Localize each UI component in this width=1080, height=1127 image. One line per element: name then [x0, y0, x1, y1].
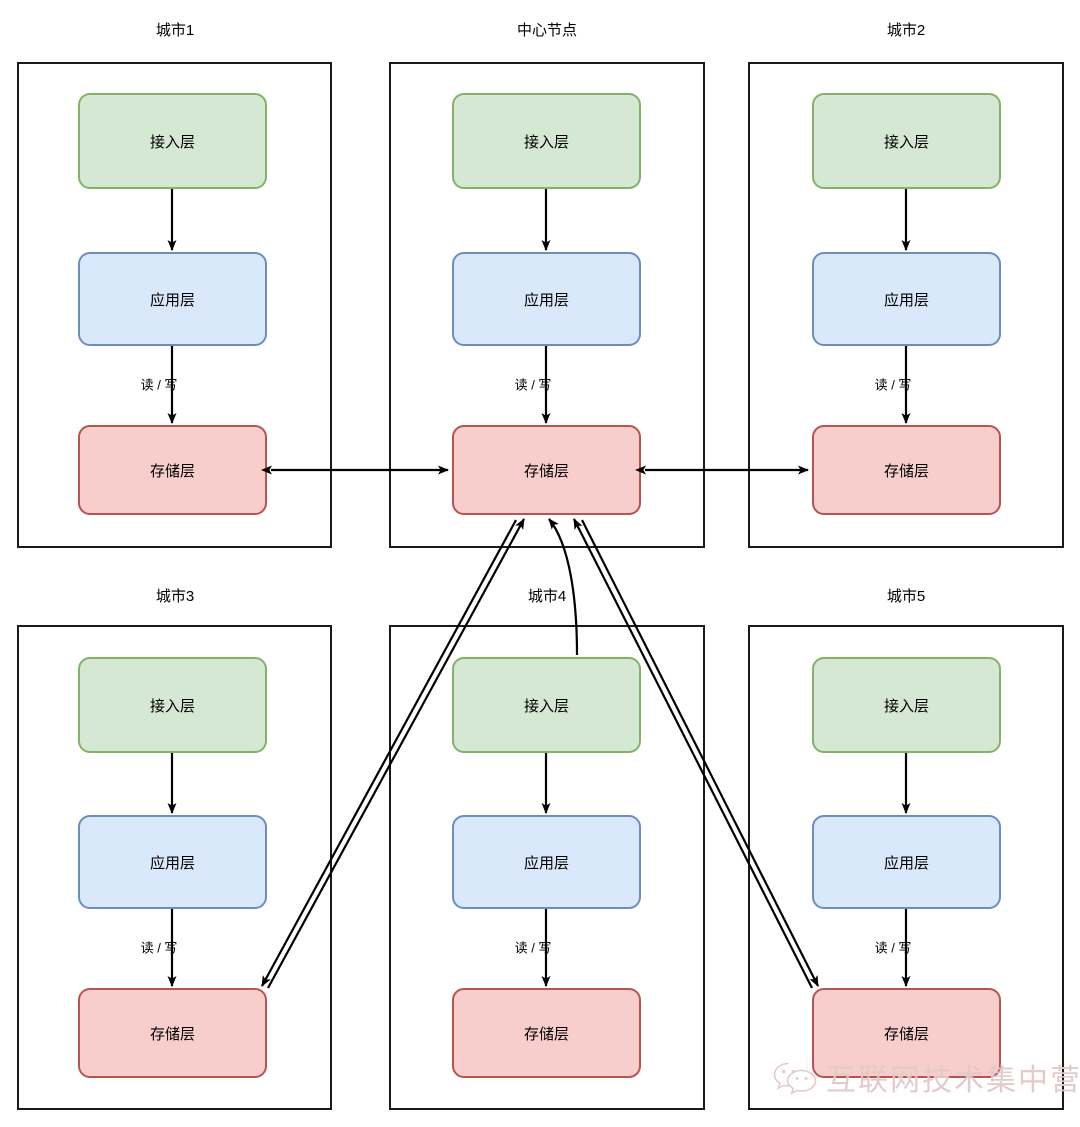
city5-app-layer[interactable]: 应用层 — [812, 815, 1001, 909]
city3-storage-layer[interactable]: 存储层 — [78, 988, 267, 1078]
center-storage-layer[interactable]: 存储层 — [452, 425, 641, 515]
city3-read-write-label: 读 / 写 — [138, 937, 180, 957]
city5-read-write-label: 读 / 写 — [872, 937, 914, 957]
group-box-city2 — [748, 62, 1064, 548]
city5-access-layer[interactable]: 接入层 — [812, 657, 1001, 753]
city2-access-layer[interactable]: 接入层 — [812, 93, 1001, 189]
center-access-layer[interactable]: 接入层 — [452, 93, 641, 189]
group-title-city5: 城市5 — [886, 588, 926, 605]
city2-read-write-label: 读 / 写 — [872, 374, 914, 394]
city1-app-layer[interactable]: 应用层 — [78, 252, 267, 346]
city4-access-layer[interactable]: 接入层 — [452, 657, 641, 753]
city4-app-layer[interactable]: 应用层 — [452, 815, 641, 909]
group-box-city1 — [17, 62, 332, 548]
watermark-text: 互联网技术集中营 — [826, 1064, 1080, 1097]
group-title-city1: 城市1 — [155, 22, 195, 39]
city1-read-write-label: 读 / 写 — [138, 374, 180, 394]
city2-storage-layer[interactable]: 存储层 — [812, 425, 1001, 515]
city3-app-layer[interactable]: 应用层 — [78, 815, 267, 909]
group-title-city2: 城市2 — [886, 22, 926, 39]
group-title-city4: 城市4 — [527, 588, 567, 605]
watermark: 互联网技术集中营 — [772, 1055, 1080, 1099]
city3-access-layer[interactable]: 接入层 — [78, 657, 267, 753]
center-app-layer[interactable]: 应用层 — [452, 252, 641, 346]
city4-storage-layer[interactable]: 存储层 — [452, 988, 641, 1078]
city4-read-write-label: 读 / 写 — [512, 937, 554, 957]
group-title-center: 中心节点 — [516, 22, 578, 39]
group-box-center — [389, 62, 705, 548]
city1-storage-layer[interactable]: 存储层 — [78, 425, 267, 515]
wechat-icon — [773, 1062, 817, 1095]
group-title-city3: 城市3 — [155, 588, 195, 605]
city1-access-layer[interactable]: 接入层 — [78, 93, 267, 189]
city5-storage-layer[interactable]: 存储层 — [812, 988, 1001, 1078]
city2-app-layer[interactable]: 应用层 — [812, 252, 1001, 346]
center-read-write-label: 读 / 写 — [512, 374, 554, 394]
